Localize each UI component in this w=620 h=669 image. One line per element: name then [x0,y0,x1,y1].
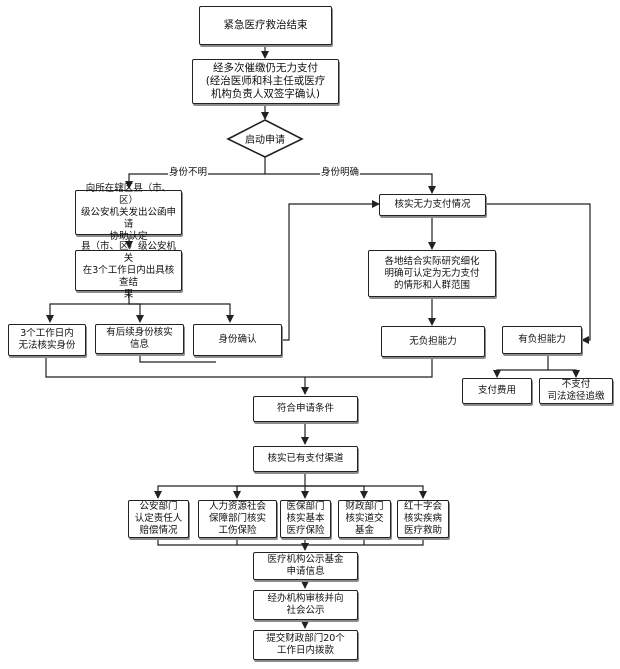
node-finance-dept: 财政部门 核实道交 基金 [338,500,391,538]
node-red-cross: 红十字会 核实疾病 医疗救助 [397,500,449,538]
node-police-dept: 公安部门 认定责任人 赔偿情况 [128,500,189,538]
node-agency-review: 经办机构审核并向 社会公示 [253,590,358,620]
node-publicize-application: 医疗机构公示基金 申请信息 [253,552,358,580]
edge-c1-split [493,354,549,378]
node-local-criteria: 各地结合实际研究细化 明确可认定为无力支付 的情形和人群范围 [368,250,496,297]
edge-left-merge [45,356,309,395]
edge-m2-parallel [154,472,306,499]
node-pay-fee: 支付费用 [462,378,532,404]
node-followup-identity: 有后续身份核实 信息 [95,324,184,354]
edge-a2-a5 [129,303,234,323]
node-no-ability: 无负担能力 [381,326,485,357]
decision-label: 启动申请 [245,135,285,146]
edge-a2-split [46,291,130,323]
node-hr-dept: 人力资源社会 保障部门核实 工伤保险 [198,500,277,538]
node-identity-confirmed: 身份确认 [193,324,282,356]
edge-b1-c1 [486,203,591,344]
edge-label-known: 身份明确 [320,164,361,178]
edge-a4-a5-loop [139,354,216,363]
node-unable-to-pay: 经多次催缴仍无力支付 (经治医师和科主任或医疗 机构负责人双签字确认) [192,59,339,104]
node-verify-channels: 核实已有支付渠道 [253,446,358,472]
node-identity-unverified: 3个工作日内 无法核实身份 [8,324,86,356]
edge-label-unknown: 身份不明 [168,164,209,178]
edge-a2-a4 [129,303,144,323]
edge-c1-c3 [548,369,580,378]
decision-diamond [226,119,304,158]
node-medical-insurance: 医保部门 核实基本 医疗保险 [280,500,331,538]
edge-m2-p4 [305,485,368,499]
edge-m2-p2 [233,485,305,499]
node-police-letter: 向所在辖区县（市、区） 级公安机关发出公函申请 协助认定 [75,183,182,242]
edge-m2-p5 [305,485,427,499]
edge-a5-b1 [282,200,380,341]
node-meets-conditions: 符合申请条件 [253,396,358,422]
edge-b3-merge [305,357,433,378]
node-legal-recovery: 不支付 司法途径追缴 [539,378,613,404]
node-emergency-treatment-end: 紧急医疗救治结束 [199,6,332,45]
node-submit-finance: 提交财政部门20个 工作日内拨款 [253,630,358,660]
node-has-ability: 有负担能力 [502,326,582,354]
node-police-result: 县（市、区）级公安机关 在3个工作日内出具核查结 果 [75,241,182,300]
node-verify-inability: 核实无力支付情况 [379,194,486,216]
edge-parallel-join [157,538,424,546]
